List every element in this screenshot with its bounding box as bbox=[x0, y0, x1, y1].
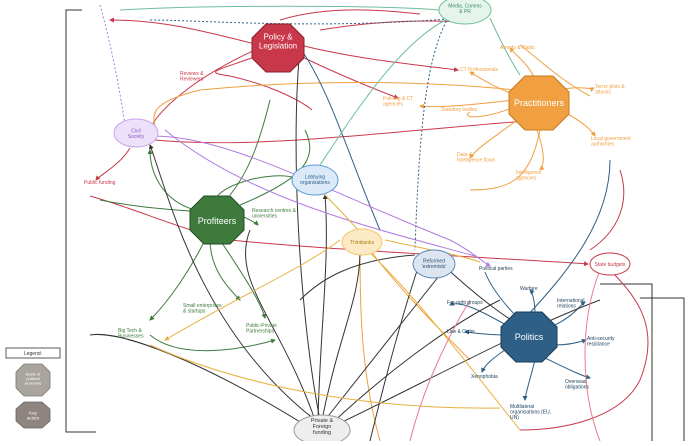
label-state-budgets: State budgets bbox=[595, 262, 626, 268]
label-arrests: Arrests & Raids bbox=[500, 45, 535, 51]
legend-actors-swatch bbox=[15, 401, 51, 429]
label-data-intel: Data &Intelligence flows bbox=[457, 152, 496, 164]
node-thinktanks-label: Thinktanks bbox=[350, 240, 375, 246]
label-political-parties: Political parties bbox=[479, 266, 513, 272]
node-thinktanks: Thinktanks bbox=[341, 228, 383, 256]
legend-title: Legend: bbox=[24, 351, 42, 357]
node-practitioners: Practitioners bbox=[508, 75, 570, 131]
label-small-enterprises: Small enterprises& startups bbox=[183, 303, 222, 315]
labels-policy: Reviews &Reviewers Public funding bbox=[84, 71, 204, 186]
node-policy-label: Policy &Legislation bbox=[259, 33, 297, 51]
labels-politics: Political parties Warfare Far-right grou… bbox=[447, 266, 615, 421]
node-profiteers-label: Profiteers bbox=[198, 216, 237, 226]
label-reviews: Reviews &Reviewers bbox=[180, 71, 204, 83]
node-reformed-label: Reformed'extremists' bbox=[422, 258, 447, 270]
label-research: Research centres &universities bbox=[252, 208, 297, 220]
node-policy: Policy &Legislation bbox=[251, 23, 305, 73]
legend-basis-swatch bbox=[15, 363, 51, 397]
edges bbox=[89, 4, 649, 442]
label-public-funding: Public funding bbox=[84, 180, 116, 186]
node-profiteers: Profiteers bbox=[189, 195, 245, 245]
label-statutory: Statutory bodies bbox=[441, 107, 478, 113]
frame-lines bbox=[65, 9, 685, 441]
label-xenophobia: Xenophobia bbox=[471, 374, 498, 380]
node-reformed: Reformed'extremists' bbox=[412, 249, 456, 279]
node-media-label: Media, Comms& PR bbox=[448, 3, 482, 15]
labels-practitioners: Arrests & Raids CT Professionals Policin… bbox=[383, 45, 631, 182]
label-warfare: Warfare bbox=[520, 286, 538, 292]
label-law-order: Law & Order bbox=[447, 329, 475, 335]
labels-profiteers: Research centres &universities Small ent… bbox=[118, 208, 297, 340]
label-far-right: Far-right groups bbox=[447, 300, 483, 306]
node-state-budgets: State budgets bbox=[589, 252, 631, 276]
node-practitioners-label: Practitioners bbox=[514, 98, 565, 108]
node-media: Media, Comms& PR bbox=[438, 0, 492, 25]
node-politics-label: Politics bbox=[515, 332, 544, 342]
label-terror-plots: Terror plots &attacks bbox=[595, 84, 625, 96]
node-politics: Politics bbox=[500, 311, 558, 363]
label-ct-professionals: CT Professionals bbox=[460, 67, 498, 73]
label-big-tech: Big Tech &Businesses bbox=[118, 328, 144, 340]
